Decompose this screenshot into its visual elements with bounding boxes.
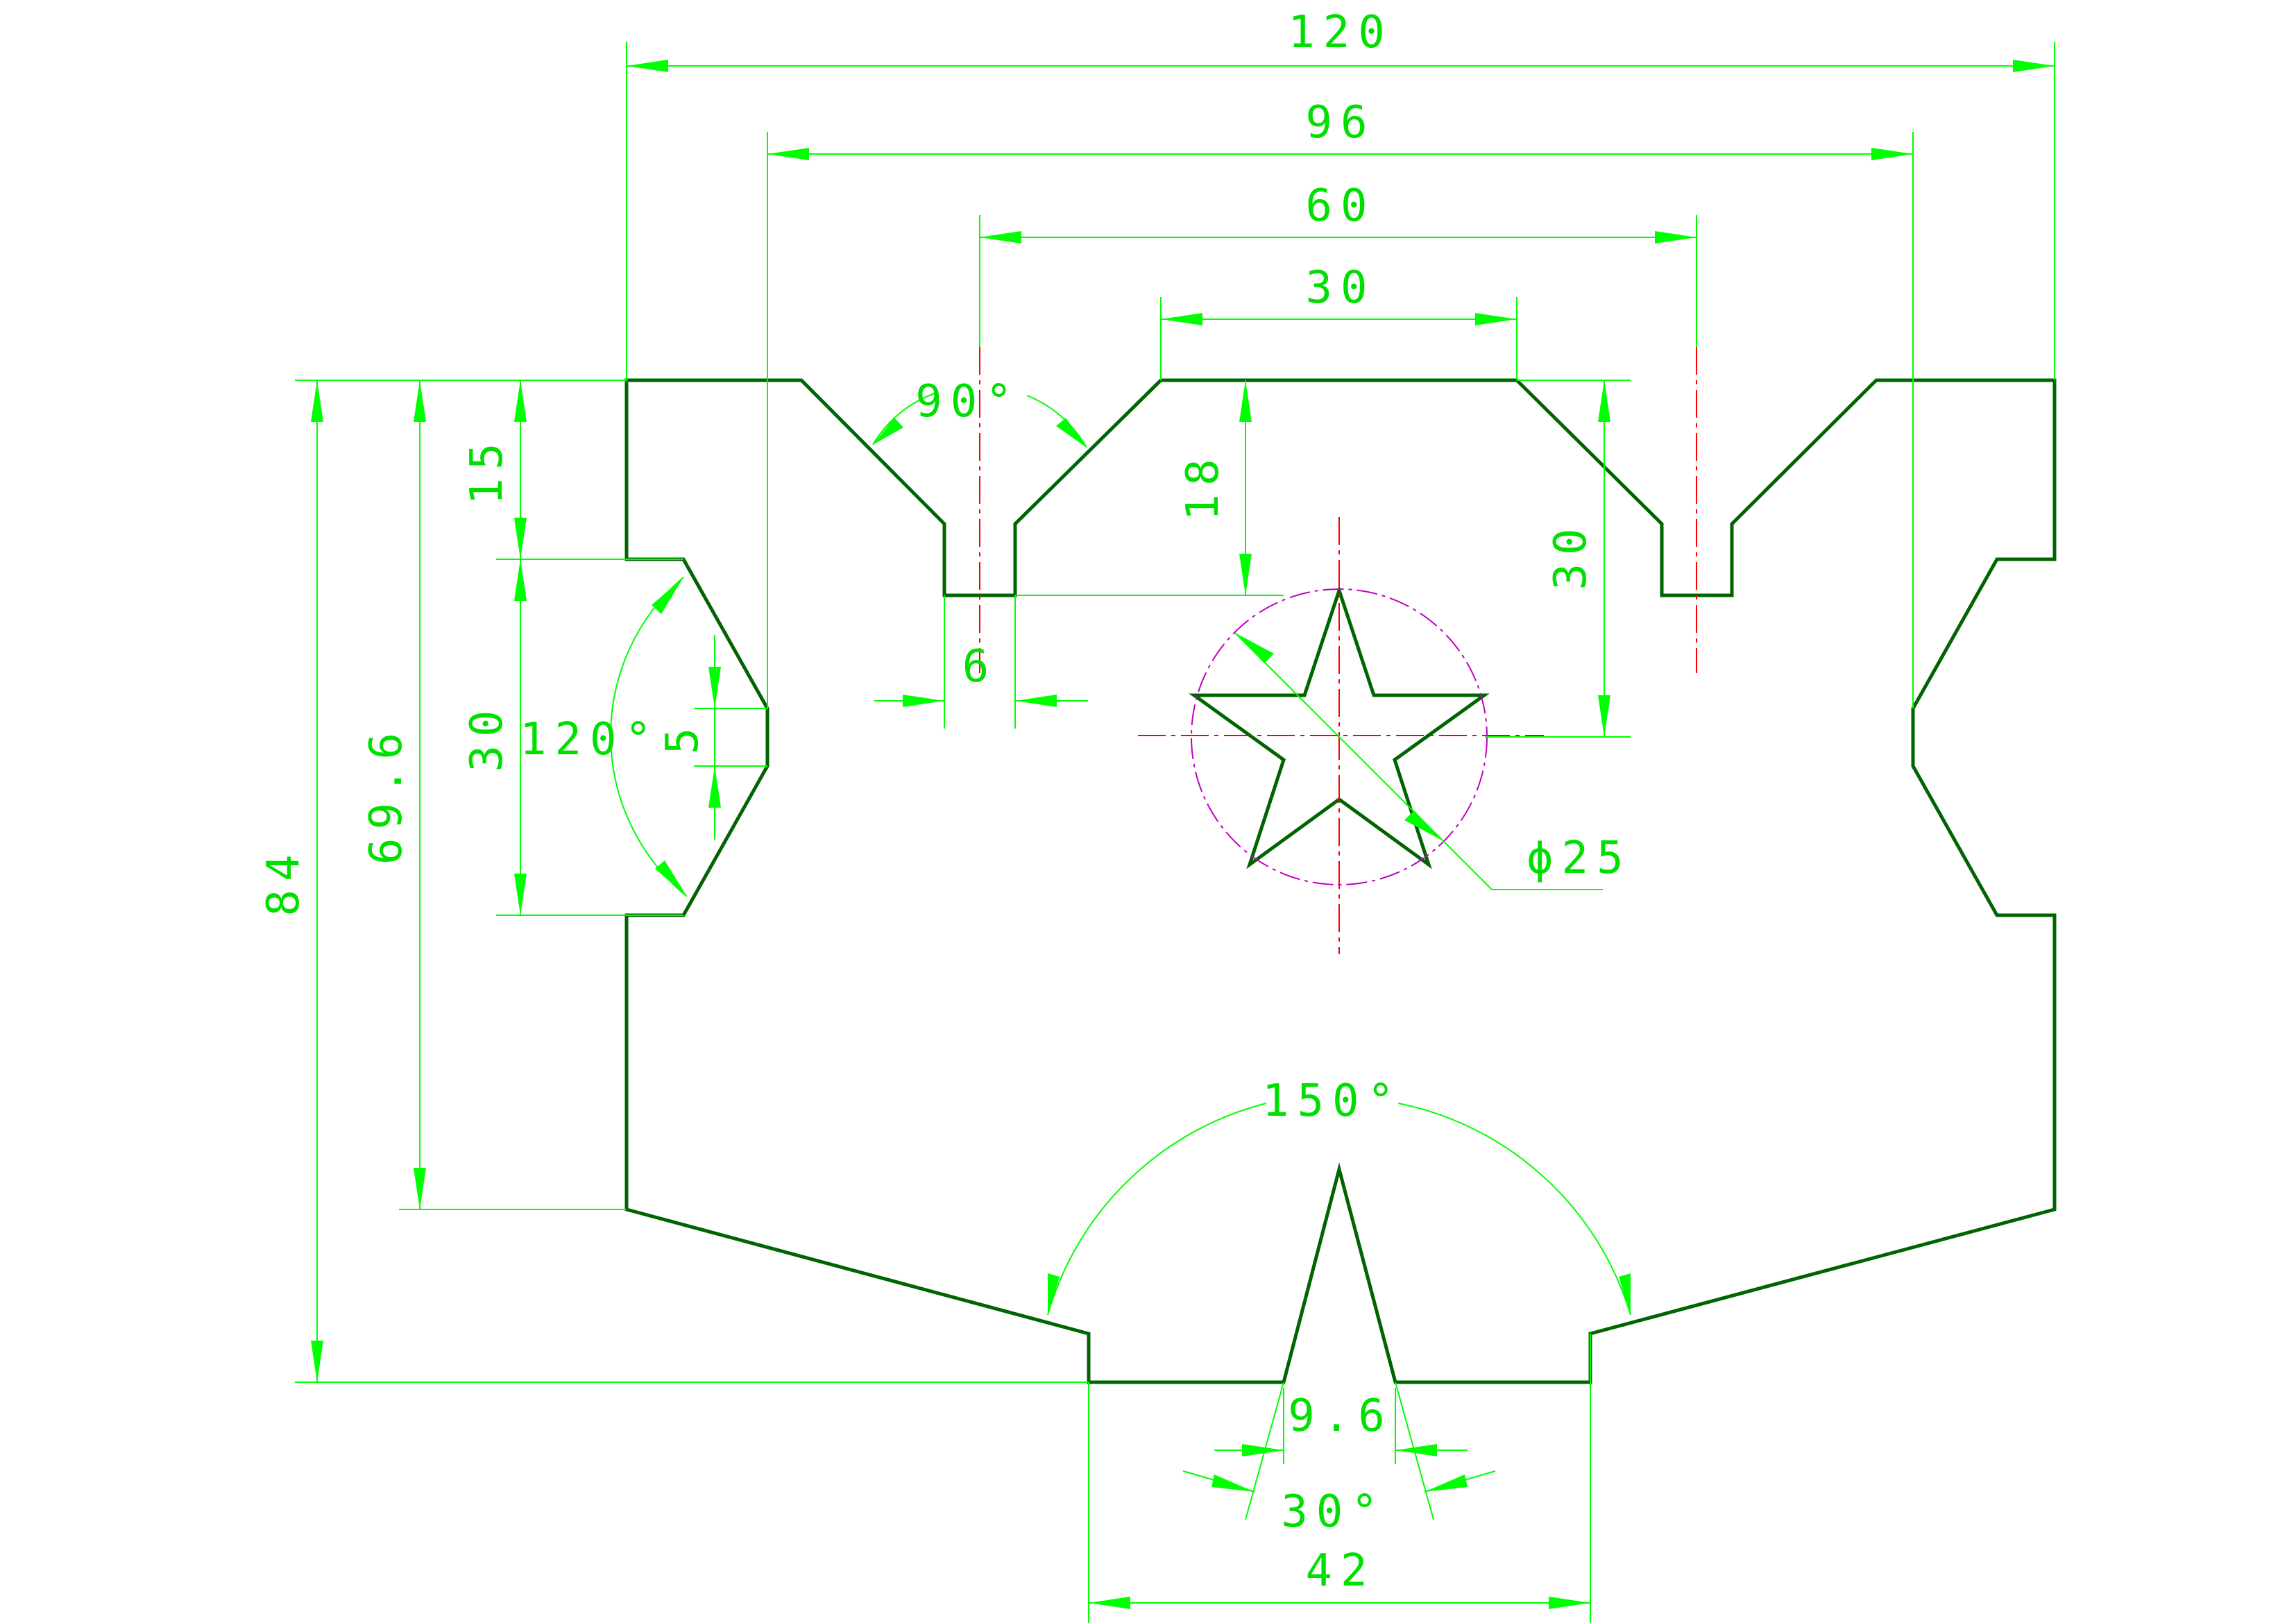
dim-label-6: 6 [962,641,998,692]
dim-label-5: 5 [657,720,708,755]
dim-label-9-6: 9.6 [1288,1391,1393,1442]
dim-label-42: 42 [1305,1545,1375,1597]
dim-label-60: 60 [1305,180,1375,232]
dimension-labels: 120 96 60 30 90° 18 30 6 15 30 120° 5 69… [258,7,1632,1597]
dimension-geometry [295,42,2055,1623]
dim-label-30-left: 30 [461,702,513,772]
dim-label-18: 18 [1177,450,1229,520]
dim-label-96: 96 [1305,97,1375,148]
dim-label-150deg: 150° [1262,1076,1402,1127]
dim-label-diameter-25: ϕ25 [1527,833,1632,884]
dim-label-30-right: 30 [1545,520,1597,590]
centerlines [979,347,1697,954]
dim-label-120deg: 120° [520,714,660,765]
dim-label-84: 84 [258,846,309,916]
dim-label-30-top: 30 [1305,262,1375,314]
part-outline [624,378,2057,1384]
dim-label-15: 15 [461,434,513,504]
dim-label-120: 120 [1288,7,1393,58]
dim-label-30deg: 30° [1281,1486,1386,1538]
dim-label-69-6: 69.6 [361,724,412,865]
dim-label-90deg: 90° [915,376,1021,427]
